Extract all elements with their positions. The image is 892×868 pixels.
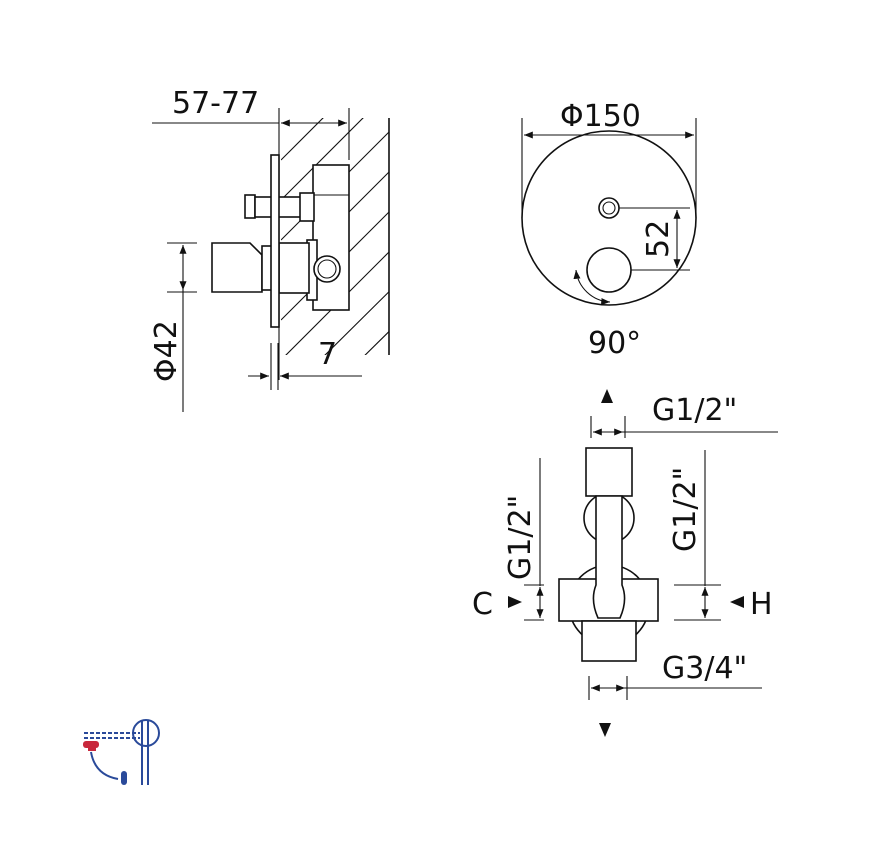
hot-label: H (750, 587, 773, 622)
right-inlet-label: G1/2" (668, 467, 703, 552)
top-fitting (585, 447, 633, 497)
plate-diameter-label: Φ150 (560, 99, 641, 134)
depth-label: 57-77 (172, 86, 259, 121)
spacing-label: 52 (641, 220, 676, 258)
connection-schematic: G1/2" G1/2" C G1/2" H G3/4" (472, 389, 778, 737)
handle-circle (586, 247, 632, 293)
outlet-up-arrow (601, 389, 613, 403)
rotation-arrow (573, 269, 611, 306)
wall-hatching (281, 118, 389, 355)
mixer-installation-icon (83, 719, 160, 785)
diverter-knob (598, 197, 620, 219)
valve-body (312, 164, 350, 311)
bottom-fitting (581, 620, 637, 662)
front-view: Φ150 52 90° (521, 99, 697, 361)
outlet-down-arrow (599, 723, 611, 737)
cold-label: C (472, 587, 493, 622)
cold-inlet-arrow (508, 596, 522, 608)
bottom-outlet-label: G3/4" (662, 651, 747, 686)
hot-inlet-arrow (730, 596, 744, 608)
pipe (592, 495, 626, 619)
left-inlet-label: G1/2" (503, 495, 538, 580)
rotation-label: 90° (588, 326, 641, 361)
handle-diameter-label: Φ42 (149, 320, 184, 382)
cover-plate (270, 154, 280, 328)
plate-offset-label: 7 (318, 337, 337, 372)
handle (211, 242, 263, 293)
side-view: 57-77 Φ42 7 (149, 86, 390, 412)
top-outlet-label: G1/2" (652, 393, 737, 428)
